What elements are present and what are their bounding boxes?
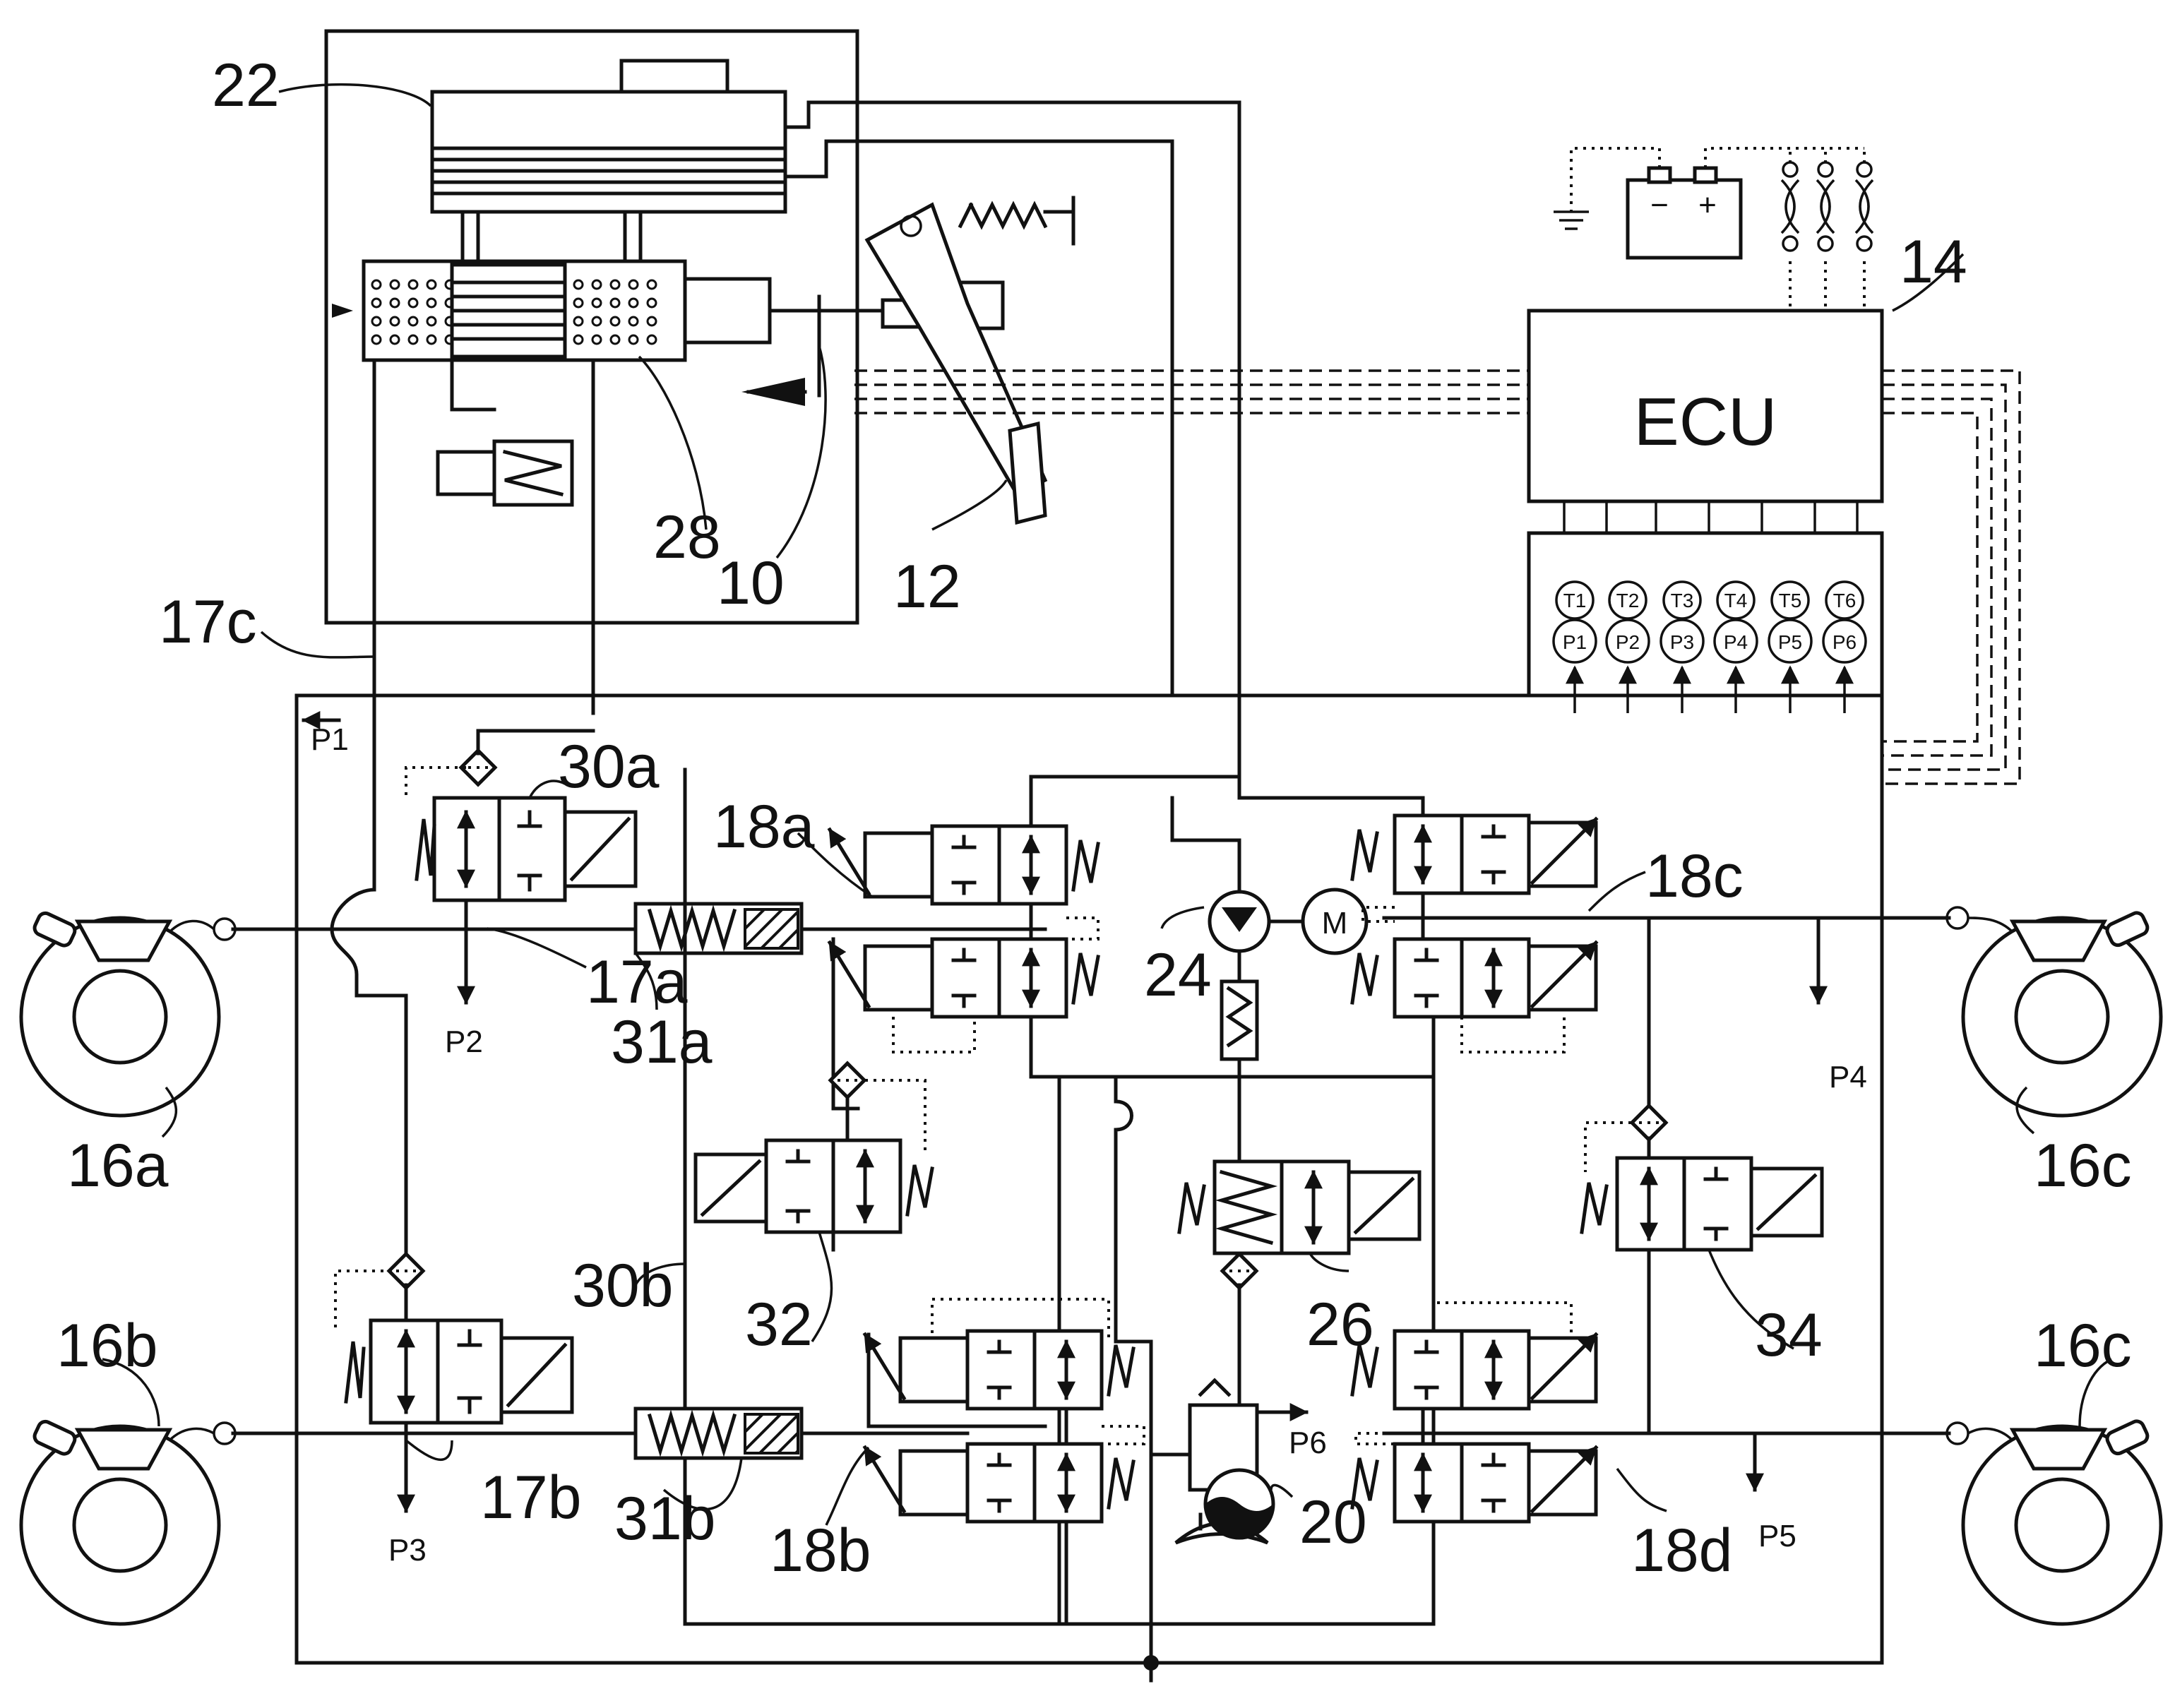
pressure-tap-p2: P2 (445, 1025, 483, 1059)
ref-label-17c: 17c (159, 588, 257, 656)
ref-label-16c-top: 16c (2034, 1132, 2132, 1200)
damper-31b (636, 1409, 802, 1458)
ref-label-18a: 18a (713, 793, 815, 861)
master-cylinder (332, 261, 770, 360)
valve-30b (335, 1254, 572, 1423)
temperature-sensor-label: T2 (1616, 590, 1640, 611)
pressure-sensor-label: P6 (1833, 631, 1857, 653)
ref-label-28: 28 (653, 503, 721, 571)
battery-minus: − (1650, 188, 1669, 222)
pressure-sensor-label: P3 (1670, 631, 1694, 653)
ref-label-16a: 16a (67, 1132, 169, 1200)
switch-icon (1817, 152, 1834, 251)
ref-label-10: 10 (717, 549, 785, 617)
ref-label-24: 24 (1144, 941, 1212, 1009)
ref-label-16b: 16b (56, 1312, 158, 1380)
power-supply: − + (1554, 148, 1873, 311)
ref-label-17a: 17a (586, 948, 688, 1016)
sensor-pair: T4P4 (1715, 582, 1757, 662)
low-pressure-reservoir (1205, 1470, 1273, 1538)
switch-icon (1856, 152, 1873, 251)
pressure-tap-p4: P4 (1829, 1060, 1867, 1094)
pressure-sensor-label: P1 (1563, 631, 1587, 653)
ref-label-18c: 18c (1645, 842, 1744, 910)
pressure-sensor-label: P5 (1778, 631, 1802, 653)
reservoir (432, 61, 785, 268)
ref-label-16c-bottom: 16c (2034, 1312, 2132, 1380)
temperature-sensor-label: T1 (1563, 590, 1587, 611)
pressure-tap-p3: P3 (388, 1533, 427, 1567)
ref-label-31b: 31b (614, 1485, 716, 1553)
sensor-pair: T1P1 (1554, 582, 1596, 662)
ref-label-18d: 18d (1631, 1517, 1733, 1584)
master-cylinder-assembly (326, 31, 1073, 713)
ref-label-22: 22 (212, 52, 280, 119)
temperature-sensor-label: T5 (1779, 590, 1802, 611)
temperature-sensor-label: T6 (1833, 590, 1857, 611)
sensor-pair: T2P2 (1607, 582, 1649, 662)
stroke-simulator (438, 360, 572, 505)
wheel-front-left (21, 911, 219, 1116)
valve-32 (696, 1063, 932, 1250)
valve-18b (865, 1299, 1144, 1624)
temperature-sensor-label: T3 (1671, 590, 1694, 611)
pressure-tap-p5: P5 (1758, 1519, 1796, 1553)
temperature-sensor-label: T4 (1724, 590, 1748, 611)
valve-18c (1239, 798, 1596, 1052)
pressure-sensor-label: P4 (1724, 631, 1748, 653)
battery-plus: + (1698, 188, 1717, 222)
switch-icon (1782, 152, 1799, 251)
ref-label-26: 26 (1306, 1291, 1374, 1358)
sensor-pair: T6P6 (1823, 582, 1866, 662)
ecu-label: ECU (1634, 384, 1777, 460)
brake-pedal (867, 198, 1073, 522)
pressure-sensor-label: P2 (1616, 631, 1640, 653)
sensor-pair: T5P5 (1769, 582, 1811, 662)
valve-18d (1352, 1303, 1596, 1522)
valve-34 (1582, 1106, 1822, 1433)
sensor-block: T1P1 T2P2 T3P3 T4P4 T5P5 T6P6 (1529, 533, 1882, 713)
ecu: ECU (1529, 311, 1882, 501)
pressure-tap-p1: P1 (311, 722, 349, 757)
wheel-front-right (1963, 911, 2161, 1116)
ref-label-34: 34 (1755, 1301, 1823, 1369)
wheel-rear-left (21, 1419, 219, 1624)
ref-label-12: 12 (893, 553, 961, 621)
ref-label-18b: 18b (770, 1517, 871, 1584)
pressure-tap-p6: P6 (1289, 1426, 1327, 1460)
ref-label-20: 20 (1299, 1488, 1367, 1556)
damper-31a (636, 904, 802, 953)
ref-label-32: 32 (745, 1291, 813, 1358)
ref-label-17b: 17b (480, 1464, 582, 1531)
ref-label-30a: 30a (558, 733, 660, 801)
ref-label-31a: 31a (611, 1008, 713, 1076)
motor-symbol: M (1322, 906, 1348, 940)
sensor-pair: T3P3 (1661, 582, 1703, 662)
ref-label-30b: 30b (572, 1252, 674, 1320)
wheel-rear-right (1963, 1419, 2161, 1624)
